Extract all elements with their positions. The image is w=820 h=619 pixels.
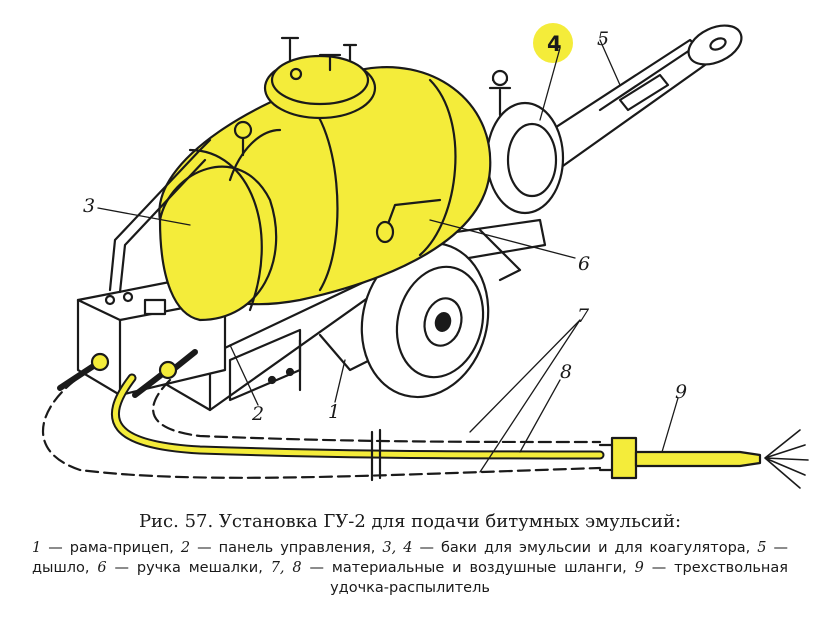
label-3: 3 — [83, 195, 95, 217]
label-2: 2 — [251, 403, 264, 425]
legend-num-4: 5 — [757, 540, 767, 556]
spray-lance — [598, 429, 809, 489]
legend-text-4: — дышло, — [32, 540, 789, 576]
installation-diagram: 1 2 3 4 5 6 7 8 9 — [41, 23, 809, 489]
leader-lines — [97, 39, 679, 473]
legend-text-7: — трехствольная удочка-распылитель — [330, 560, 789, 596]
legend-num-7: 9 — [634, 560, 644, 576]
legend-text-5: — ручка мешалки, — [106, 560, 271, 576]
figure-caption: Рис. 57. Установка ГУ-2 для подачи битум… — [20, 510, 800, 598]
legend-num-5: 6 — [97, 560, 107, 576]
emulsion-tank — [108, 36, 492, 322]
label-8: 8 — [560, 361, 572, 383]
caption-legend: 1 — рама-прицеп, 2 — панель управления, … — [32, 538, 788, 598]
legend-text-1: — рама-прицеп, — [41, 540, 181, 556]
label-6: 6 — [578, 253, 590, 275]
label-9: 9 — [675, 381, 687, 403]
legend-text-3: — баки для эмульсии и для коагулятора, — [412, 540, 758, 556]
caption-title: Рис. 57. Установка ГУ-2 для подачи битум… — [138, 511, 682, 532]
label-4: 4 — [547, 32, 562, 56]
coagulator-tank — [485, 69, 565, 215]
legend-text-2: — панель управления, — [190, 540, 383, 556]
label-5: 5 — [597, 28, 609, 50]
label-7: 7 — [577, 305, 590, 327]
label-1: 1 — [328, 401, 340, 423]
legend-text-6: — материальные и воздушные шланги, — [301, 560, 635, 576]
legend-num-1: 1 — [32, 540, 42, 556]
legend-num-6: 7, 8 — [270, 560, 302, 576]
legend-num-2: 2 — [180, 540, 191, 556]
legend-num-3: 3, 4 — [382, 540, 413, 556]
wheel — [360, 241, 490, 399]
